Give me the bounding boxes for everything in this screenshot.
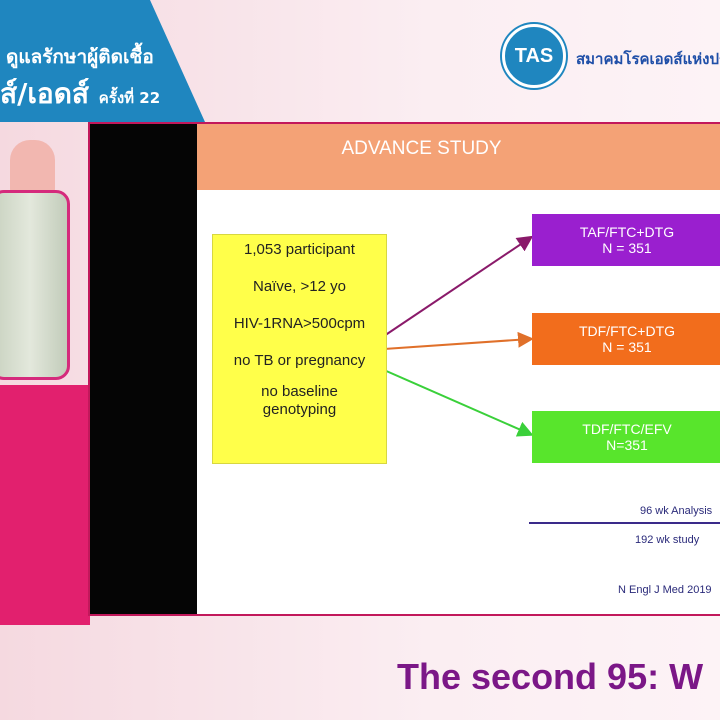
study-label: 192 wk study	[635, 534, 700, 546]
banner-title-main: ส์/เอดส์	[0, 77, 89, 110]
footer-caption: The second 95: W	[397, 656, 704, 697]
analysis-label: 96 wk Analysis	[640, 505, 713, 517]
speaker-video	[0, 190, 70, 380]
logo-text: TAS	[514, 44, 554, 67]
arrow-to-arm-3	[383, 369, 534, 437]
arrow-to-arm-1	[383, 235, 534, 337]
hand-graphic	[10, 140, 55, 195]
criteria-item: Naïve, >12 yo	[253, 278, 346, 295]
org-name: สมาคมโรคเอดส์แห่งประ	[576, 50, 720, 68]
banner-edition: ครั้งที่ 22	[98, 89, 161, 107]
reference: N Engl J Med 2019	[618, 584, 712, 596]
arrows	[383, 235, 534, 437]
arm-n: N = 351	[602, 240, 652, 256]
criteria-item: 1,053 participant	[244, 241, 355, 258]
criteria-item: no baseline genotyping	[261, 383, 338, 418]
arm-n: N=351	[606, 437, 648, 453]
arm-regimen: TAF/FTC+DTG	[579, 224, 675, 240]
banner-title-line2: ส์/เอดส์ ครั้งที่ 22	[0, 72, 160, 116]
criteria-item: HIV-1RNA>500cpm	[233, 315, 366, 332]
slide-title: ADVANCE STUDY	[197, 124, 720, 190]
banner-title-line1: ดูแลรักษาผู้ติดเชื้อ	[6, 46, 154, 68]
arm-n: N = 351	[602, 339, 652, 355]
arm-regimen: TDF/FTC+DTG	[578, 323, 676, 339]
slide-black-strip	[90, 124, 197, 614]
timeline-line	[529, 522, 720, 524]
criteria-box: 1,053 participant Naïve, >12 yo HIV-1RNA…	[212, 234, 387, 464]
criteria-item: no TB or pregnancy	[233, 352, 366, 369]
presentation-slide: ADVANCE STUDY 1,053 participant Naïve, >…	[88, 122, 720, 616]
arm-regimen: TDF/FTC/EFV	[582, 421, 672, 437]
arrow-to-arm-2	[383, 331, 534, 350]
pink-band	[0, 385, 90, 625]
tas-logo: TAS	[502, 24, 566, 88]
